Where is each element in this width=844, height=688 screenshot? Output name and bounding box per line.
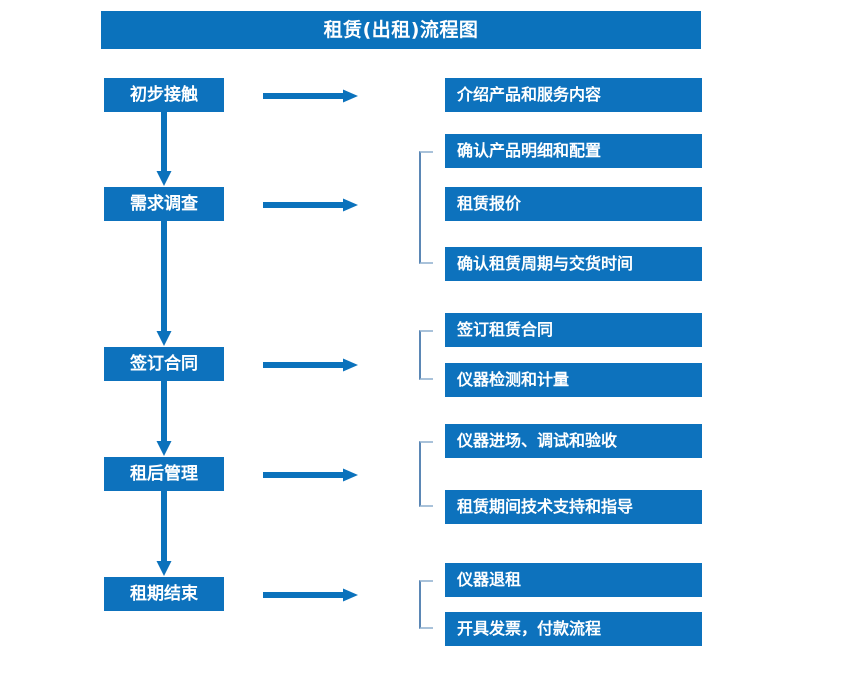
chart-title-bar: 租赁(出租)流程图	[101, 11, 701, 49]
detail-label: 开具发票，付款流程	[457, 619, 602, 638]
detail-label: 仪器检测和计量	[457, 370, 570, 389]
horizontal-arrow-icon-2	[263, 197, 359, 212]
page-title: 租赁(出租)流程图	[323, 18, 479, 41]
detail-box-confirm-product-config[interactable]: 确认产品明细和配置	[445, 134, 702, 168]
detail-box-sign-rental-contract[interactable]: 签订租赁合同	[445, 313, 702, 347]
detail-label: 介绍产品和服务内容	[457, 85, 602, 104]
horizontal-arrow-icon-3	[263, 357, 359, 372]
horizontal-arrow-icon-5	[263, 587, 359, 602]
stage-box-demand-survey[interactable]: 需求调查	[104, 187, 224, 221]
group-bracket-sign-contract	[419, 330, 433, 380]
detail-label: 仪器退租	[457, 570, 522, 589]
stage-box-post-rental-management[interactable]: 租后管理	[104, 457, 224, 491]
group-bracket-rental-end	[419, 580, 433, 629]
detail-box-rental-quotation[interactable]: 租赁报价	[445, 187, 702, 221]
detail-box-instrument-return[interactable]: 仪器退租	[445, 563, 702, 597]
vertical-arrow-icon-2	[156, 221, 172, 347]
detail-label: 租赁期间技术支持和指导	[457, 497, 634, 516]
detail-box-intro-products-services[interactable]: 介绍产品和服务内容	[445, 78, 702, 112]
detail-label: 确认租赁周期与交货时间	[457, 254, 634, 273]
horizontal-arrow-icon-4	[263, 467, 359, 482]
vertical-arrow-icon-1	[156, 112, 172, 187]
detail-box-confirm-period-delivery[interactable]: 确认租赁周期与交货时间	[445, 247, 702, 281]
detail-label: 签订租赁合同	[457, 320, 554, 339]
stage-label: 租后管理	[130, 463, 198, 484]
detail-label: 仪器进场、调试和验收	[457, 431, 618, 450]
detail-box-technical-support[interactable]: 租赁期间技术支持和指导	[445, 490, 702, 524]
detail-label: 确认产品明细和配置	[457, 141, 602, 160]
stage-box-rental-end[interactable]: 租期结束	[104, 577, 224, 611]
stage-label: 租期结束	[130, 583, 198, 604]
stage-label: 需求调查	[130, 193, 198, 214]
detail-label: 租赁报价	[457, 194, 522, 213]
detail-box-invoice-payment[interactable]: 开具发票，付款流程	[445, 612, 702, 646]
stage-label: 初步接触	[130, 84, 198, 105]
vertical-arrow-icon-3	[156, 381, 172, 457]
group-bracket-demand-survey	[419, 151, 433, 264]
group-bracket-post-rental	[419, 441, 433, 507]
stage-box-sign-contract[interactable]: 签订合同	[104, 347, 224, 381]
vertical-arrow-icon-4	[156, 491, 172, 577]
stage-label: 签订合同	[130, 353, 198, 374]
detail-box-instrument-onsite-commissioning[interactable]: 仪器进场、调试和验收	[445, 424, 702, 458]
detail-box-instrument-inspection[interactable]: 仪器检测和计量	[445, 363, 702, 397]
stage-box-initial-contact[interactable]: 初步接触	[104, 78, 224, 112]
horizontal-arrow-icon-1	[263, 88, 359, 103]
